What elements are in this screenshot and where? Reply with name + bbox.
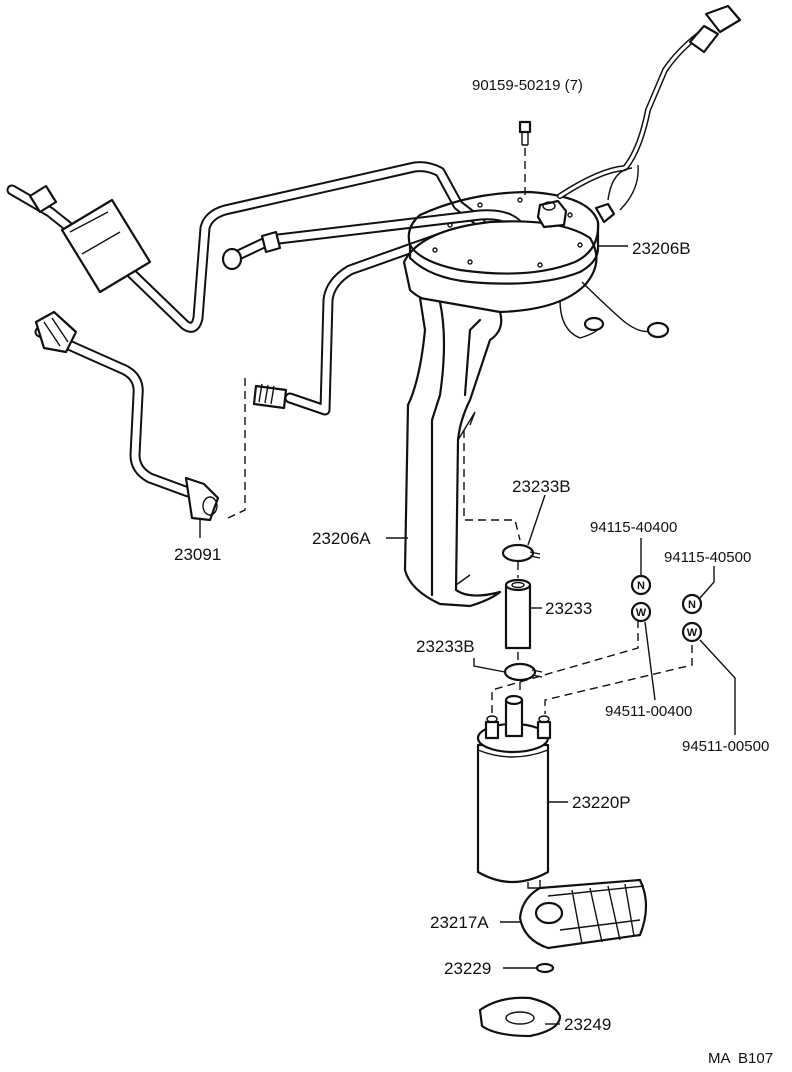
nut-glyph-right: N: [688, 599, 696, 611]
label-clamp-upper-23233b: 23233B: [512, 477, 571, 496]
leader-94511-00500: [699, 639, 736, 735]
label-nut-94115-40400: 94115-40400: [590, 519, 677, 536]
fuel-tube-23091: [34, 310, 220, 522]
bolt-90159: [518, 120, 532, 200]
clamp-dashed-line: [463, 430, 521, 541]
pump-bracket-top-plate: [402, 190, 616, 314]
nut-left-dashed-line: [491, 620, 639, 714]
label-23206a: 23206A: [312, 529, 371, 548]
label-hose-23233: 23233: [545, 599, 592, 618]
label-clamp-lower-23233b: 23233B: [416, 637, 475, 656]
clamp-upper: [501, 543, 541, 563]
sender-wire-harness: [557, 4, 742, 339]
label-23206b: 23206B: [632, 239, 691, 258]
label-cushion-23249: 23249: [564, 1015, 611, 1034]
label-filter-23217a: 23217A: [430, 913, 489, 932]
pump-bracket-arm: [403, 296, 503, 608]
nut-glyph-left: N: [637, 580, 645, 592]
nut-right-dashed-line: [544, 645, 693, 714]
washer-glyph-left: W: [636, 607, 647, 619]
label-nut-94115-40500: 94115-40500: [664, 549, 751, 566]
ring-23229: [535, 962, 555, 974]
washer-glyph-right: W: [687, 627, 698, 639]
label-ring-23229: 23229: [444, 959, 491, 978]
leader-94511-00400: [644, 621, 656, 701]
leader-94115-40500: [699, 566, 715, 599]
label-pump-23220p: 23220P: [572, 793, 631, 812]
fuel-hose: [504, 578, 532, 650]
footer-code: MA B107: [708, 1050, 773, 1067]
fuel-return-tube: [6, 161, 486, 333]
nut-symbol-right: N: [681, 593, 703, 615]
washer-symbol-left: W: [630, 601, 652, 623]
nut-symbol-left: N: [630, 574, 652, 596]
leader-clamp-upper: [527, 494, 546, 546]
tube-connection-dashed-line: [227, 378, 246, 519]
fuel-filter: [518, 878, 648, 950]
washer-symbol-right: W: [681, 621, 703, 643]
leader-clamp-lower: [473, 658, 506, 673]
label-bolt-90159: 90159-50219 (7): [472, 77, 583, 94]
cushion-23249: [478, 996, 562, 1038]
label-23091: 23091: [174, 545, 221, 564]
label-washer-94511-00400: 94511-00400: [605, 703, 692, 720]
label-washer-94511-00500: 94511-00500: [682, 738, 769, 755]
fuel-pump: [476, 694, 552, 889]
